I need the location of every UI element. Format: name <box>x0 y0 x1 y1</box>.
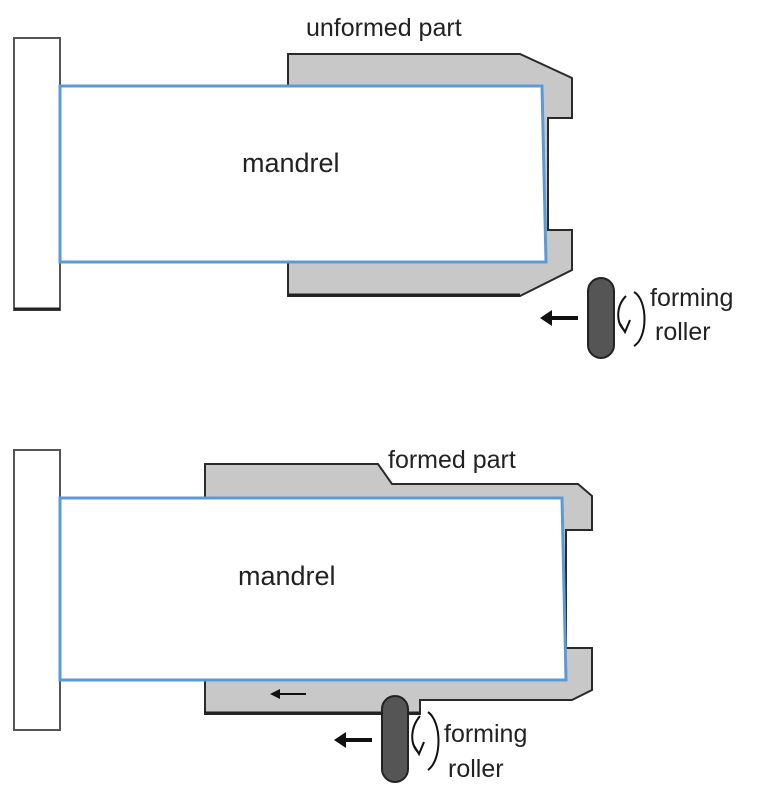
bottom-part-label: formed part <box>388 446 516 474</box>
bottom-mandrel-label: mandrel <box>238 561 336 591</box>
top-rotation-arrow-icon <box>617 291 646 347</box>
top-panel: unformed part mandrel forming roller <box>13 14 733 359</box>
bottom-roller-label-2: roller <box>448 755 504 783</box>
bottom-rotation-arrow-icon <box>411 711 440 771</box>
top-feed-arrow-icon <box>540 310 578 326</box>
top-forming-roller <box>587 277 615 359</box>
top-part-label: unformed part <box>306 14 462 42</box>
bottom-feed-arrow-icon <box>334 732 372 748</box>
bottom-forming-roller <box>381 695 409 783</box>
top-roller-label-2: roller <box>655 318 711 346</box>
bottom-mandrel <box>58 496 568 682</box>
bottom-backplate <box>13 449 61 731</box>
top-roller-label-1: forming <box>650 284 733 312</box>
bottom-roller-label-1: forming <box>444 720 527 748</box>
bottom-panel: formed part mandrel forming roller <box>13 446 593 783</box>
top-mandrel <box>58 84 548 264</box>
top-backplate <box>13 37 61 311</box>
top-mandrel-label: mandrel <box>242 148 340 178</box>
bottom-flow-arrow-icon <box>270 689 306 699</box>
